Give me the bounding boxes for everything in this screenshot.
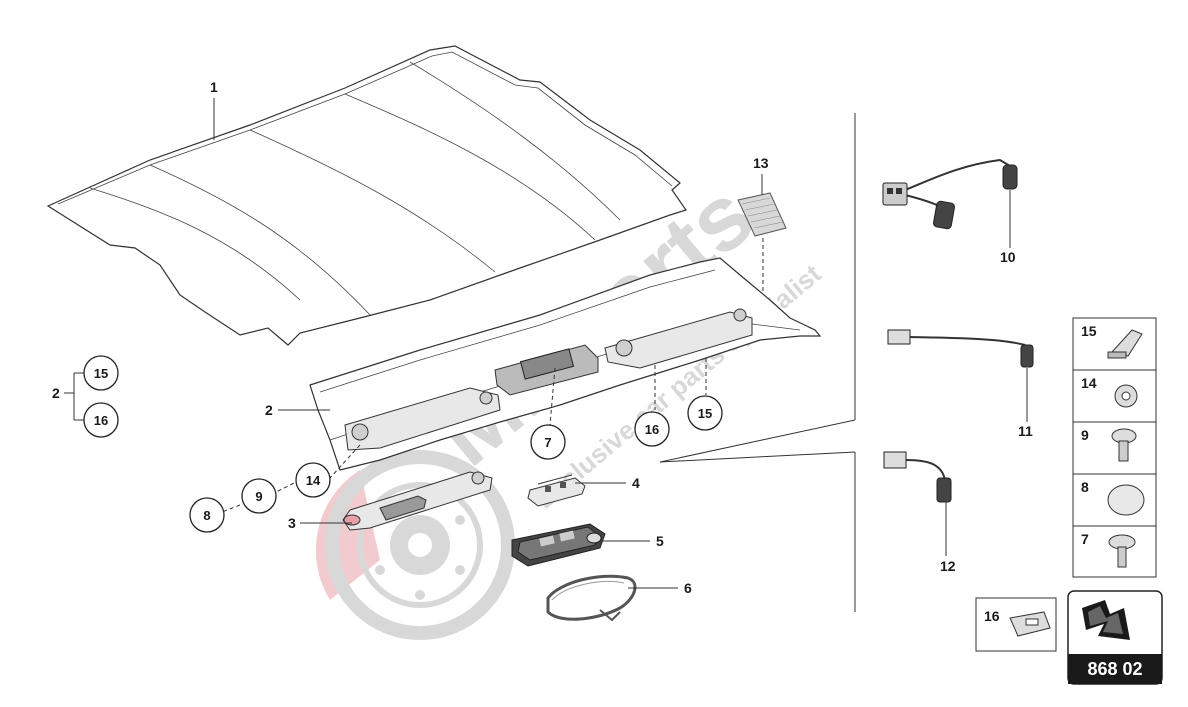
callout-9: 9 (241, 478, 277, 514)
legend-num-9: 9 (1081, 427, 1089, 443)
diagram-number: 868 02 (1087, 659, 1142, 679)
label-6: 6 (684, 580, 692, 596)
bracket-4 (527, 474, 586, 507)
trim-ring (546, 574, 637, 622)
svg-text:15: 15 (698, 406, 712, 421)
bolt-icon (1108, 534, 1136, 568)
brake-disc-watermark-icon (315, 450, 515, 640)
svg-text:8: 8 (203, 508, 210, 523)
roof-panel (46, 45, 687, 346)
label-10: 10 (1000, 249, 1016, 265)
label-13: 13 (753, 155, 769, 171)
screw-icon (1111, 428, 1137, 462)
hardware-legend: 15 14 9 8 7 (1072, 317, 1157, 578)
dome-light (511, 523, 606, 567)
callout-16-group: 16 (83, 402, 119, 438)
label-2: 2 (265, 402, 273, 418)
label-5: 5 (656, 533, 664, 549)
callout-14: 14 (295, 462, 331, 498)
callout-15-group: 15 (83, 355, 119, 391)
arrow-icon (1082, 600, 1130, 640)
legend-num-8: 8 (1081, 479, 1089, 495)
legend-extra-16: 16 (975, 597, 1057, 652)
label-3: 3 (288, 515, 296, 531)
headliner-panel (309, 257, 822, 471)
label-2-group: 2 (52, 385, 60, 401)
washer-icon (1114, 384, 1138, 408)
svg-text:15: 15 (94, 366, 108, 381)
pad-13 (737, 192, 787, 237)
callout-8: 8 (189, 497, 225, 533)
diagram-number-badge: 868 02 (1067, 590, 1163, 685)
callout-7: 7 (530, 424, 566, 460)
label-11: 11 (1018, 423, 1033, 439)
cap-icon (1107, 484, 1145, 516)
svg-text:16: 16 (94, 413, 108, 428)
callout-15: 15 (687, 395, 723, 431)
label-12: 12 (940, 558, 956, 574)
label-1: 1 (210, 79, 218, 95)
callout-16: 16 (634, 411, 670, 447)
retainer-clip-icon (1009, 611, 1051, 637)
svg-text:7: 7 (544, 435, 551, 450)
legend-num-16: 16 (984, 608, 1000, 624)
wiring-harness-10 (882, 158, 1018, 230)
cable-12 (883, 451, 952, 503)
legend-num-7: 7 (1081, 531, 1089, 547)
legend-num-14: 14 (1081, 375, 1097, 391)
label-4: 4 (632, 475, 640, 491)
legend-num-15: 15 (1081, 323, 1097, 339)
svg-text:16: 16 (645, 422, 659, 437)
clip-icon (1107, 329, 1143, 359)
cable-11 (887, 329, 1034, 368)
svg-text:14: 14 (306, 473, 321, 488)
svg-text:9: 9 (255, 489, 262, 504)
